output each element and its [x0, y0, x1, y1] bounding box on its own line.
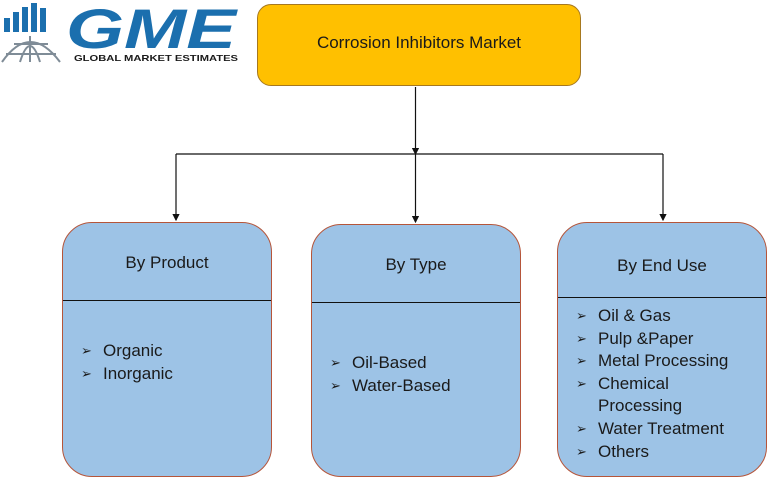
- logo-brand-text: GME: [66, 0, 238, 60]
- arrowhead-bullet-icon: ➢: [576, 353, 587, 369]
- logo-bars-icon: [4, 3, 46, 32]
- arrowhead-bullet-icon: ➢: [330, 355, 341, 370]
- segment-title: By Product: [125, 253, 209, 272]
- segment-list: ➢Oil-Based ➢Water-Based: [330, 352, 451, 397]
- list-item: ➢Organic: [81, 340, 173, 363]
- list-item: ➢Others: [576, 441, 761, 464]
- arrowhead-bullet-icon: ➢: [576, 308, 587, 323]
- segment-card-end-use: By End Use ➢Oil & Gas ➢Pulp &Paper ➢Meta…: [557, 222, 767, 477]
- list-item: ➢Oil & Gas: [576, 305, 761, 328]
- segment-list: ➢Oil & Gas ➢Pulp &Paper ➢Metal Processin…: [576, 305, 761, 463]
- list-item: ➢Chemical Processing: [576, 373, 683, 416]
- segment-divider: [63, 300, 271, 301]
- list-item: ➢Water-Based: [330, 375, 451, 398]
- arrowhead-bullet-icon: ➢: [81, 365, 92, 381]
- arrowhead-bullet-icon: ➢: [576, 375, 587, 391]
- segment-card-type: By Type ➢Oil-Based ➢Water-Based: [311, 224, 521, 477]
- logo-graphic: GME GLOBAL MARKET ESTIMATES: [1, 0, 238, 63]
- segment-title: By End Use: [617, 256, 707, 275]
- arrowhead-bullet-icon: ➢: [576, 420, 587, 436]
- list-item: ➢Water Treatment: [576, 418, 761, 441]
- segment-divider: [312, 302, 520, 303]
- root-label: Corrosion Inhibitors Market: [316, 33, 522, 52]
- logo-tagline-text: GLOBAL MARKET ESTIMATES: [74, 53, 238, 63]
- segment-card-product: By Product ➢Organic ➢Inorganic: [62, 222, 272, 477]
- list-item: ➢Pulp &Paper: [576, 328, 761, 351]
- list-item: ➢Inorganic: [81, 363, 173, 386]
- gme-logo: GME GLOBAL MARKET ESTIMATES: [0, 0, 250, 70]
- list-item: ➢Metal Processing: [576, 350, 761, 373]
- arrowhead-bullet-icon: ➢: [330, 377, 341, 393]
- arrowhead-bullet-icon: ➢: [576, 443, 587, 459]
- arrowhead-bullet-icon: ➢: [81, 343, 92, 358]
- list-item: ➢Oil-Based: [330, 352, 451, 375]
- segment-divider: [558, 297, 766, 298]
- segment-title: By Type: [385, 255, 447, 274]
- segment-list: ➢Organic ➢Inorganic: [81, 340, 173, 385]
- logo-globe-icon: [1, 36, 61, 63]
- arrowhead-bullet-icon: ➢: [576, 330, 587, 346]
- root-node: Corrosion Inhibitors Market: [257, 4, 581, 86]
